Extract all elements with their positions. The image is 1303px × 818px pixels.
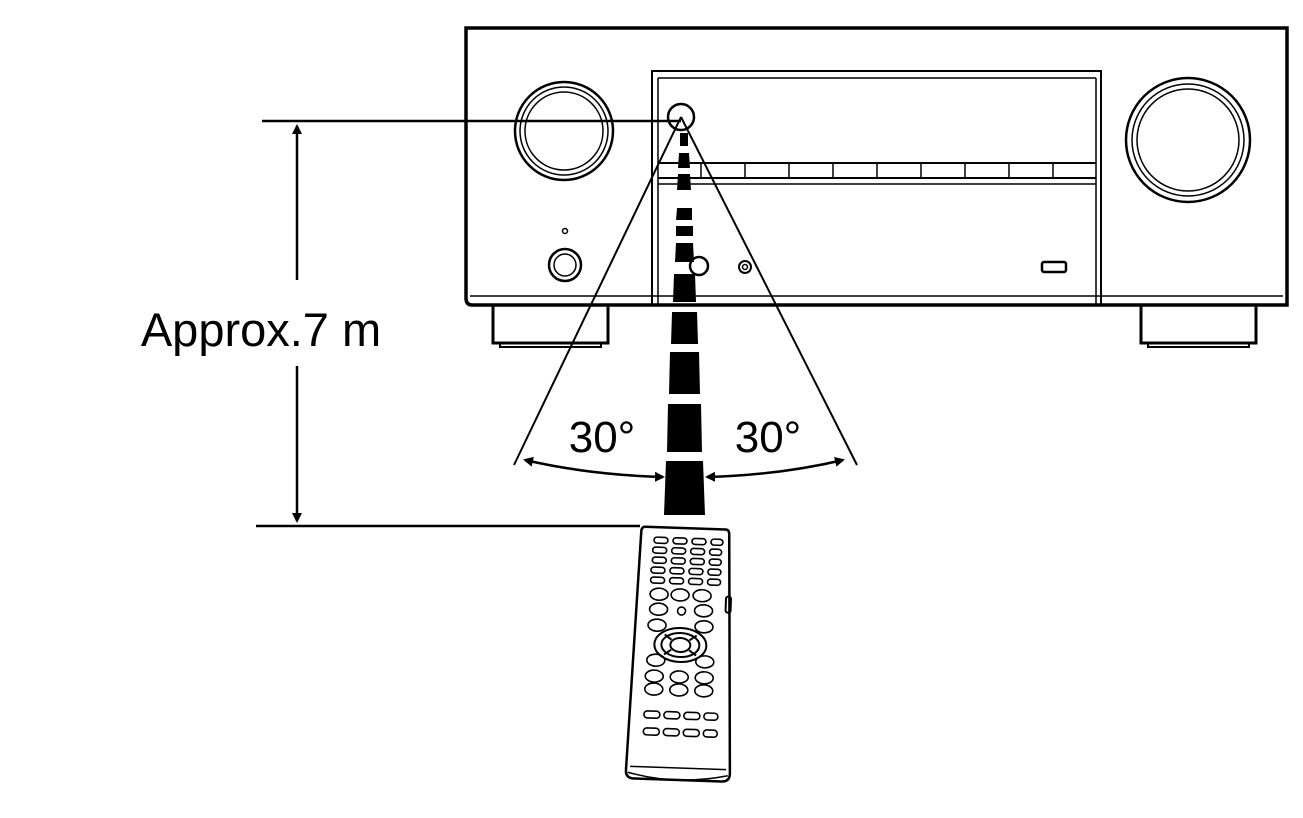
angle-arcs	[523, 456, 845, 482]
remote-dpad	[653, 626, 708, 664]
distance-label: Approx.7 m	[141, 303, 381, 356]
angle-label-right: 30°	[735, 413, 802, 462]
power-button	[547, 247, 583, 283]
distance-dimension	[256, 119, 681, 528]
remote-lower-buttons	[642, 669, 719, 739]
setup-mic-jack-icon	[738, 260, 752, 274]
master-volume-knob	[1124, 76, 1252, 204]
cone-edge-left	[513, 116, 682, 466]
cone-edge-right	[680, 116, 858, 466]
remote-body	[624, 525, 732, 783]
receiver-foot-right	[1139, 305, 1258, 348]
remote-control	[624, 525, 732, 783]
headphone-jack-icon	[688, 255, 710, 277]
remote-sensor-icon	[666, 102, 696, 132]
angle-label-left: 30°	[569, 413, 636, 462]
remote-button-grid	[646, 536, 724, 669]
angle-arc-right	[705, 456, 845, 482]
display-panel	[651, 70, 1102, 306]
angle-arc-left	[523, 456, 665, 482]
infrared-beam	[664, 133, 705, 515]
usb-port-icon	[1040, 260, 1068, 274]
front-panel-button-strip	[700, 163, 1054, 178]
receiver-foot-left	[491, 305, 610, 348]
signal-cone	[513, 116, 858, 466]
input-selector-knob	[513, 80, 615, 182]
av-receiver	[464, 26, 1289, 348]
power-indicator	[561, 227, 569, 235]
